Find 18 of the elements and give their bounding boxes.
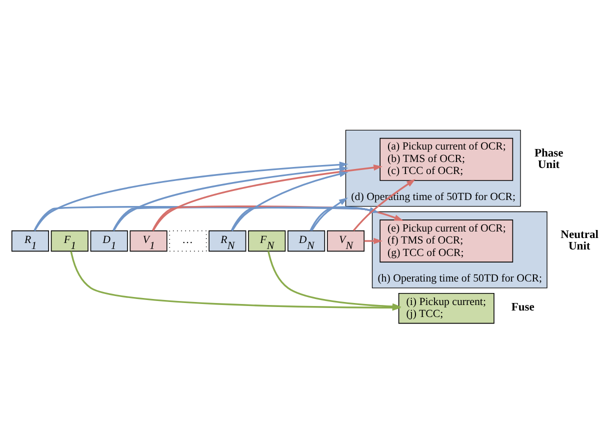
node-box: (a) Pickup current of OCR; (b) TMS of OCR; (c) TCC of OCR; <box>380 137 514 180</box>
node-box: … <box>169 230 207 252</box>
arrow <box>113 165 348 230</box>
node-label: Phase Unit <box>534 146 564 170</box>
arrow <box>34 206 379 230</box>
arrow <box>310 197 348 230</box>
node-box: (i) Pickup current; (j) TCC; <box>398 292 494 324</box>
node-label: Neutral Unit <box>560 228 598 252</box>
arrow <box>152 164 382 231</box>
arrow <box>112 206 379 230</box>
node-label: Fuse <box>511 300 534 313</box>
arrow <box>310 206 379 230</box>
arrow <box>352 178 416 231</box>
arrow <box>364 237 383 244</box>
arrow <box>232 170 348 231</box>
arrow <box>34 161 348 231</box>
arrow <box>230 206 379 230</box>
node-box: (e) Pickup current of OCR; (f) TMS of OCR; (g) TCC of OCR; <box>380 219 514 262</box>
